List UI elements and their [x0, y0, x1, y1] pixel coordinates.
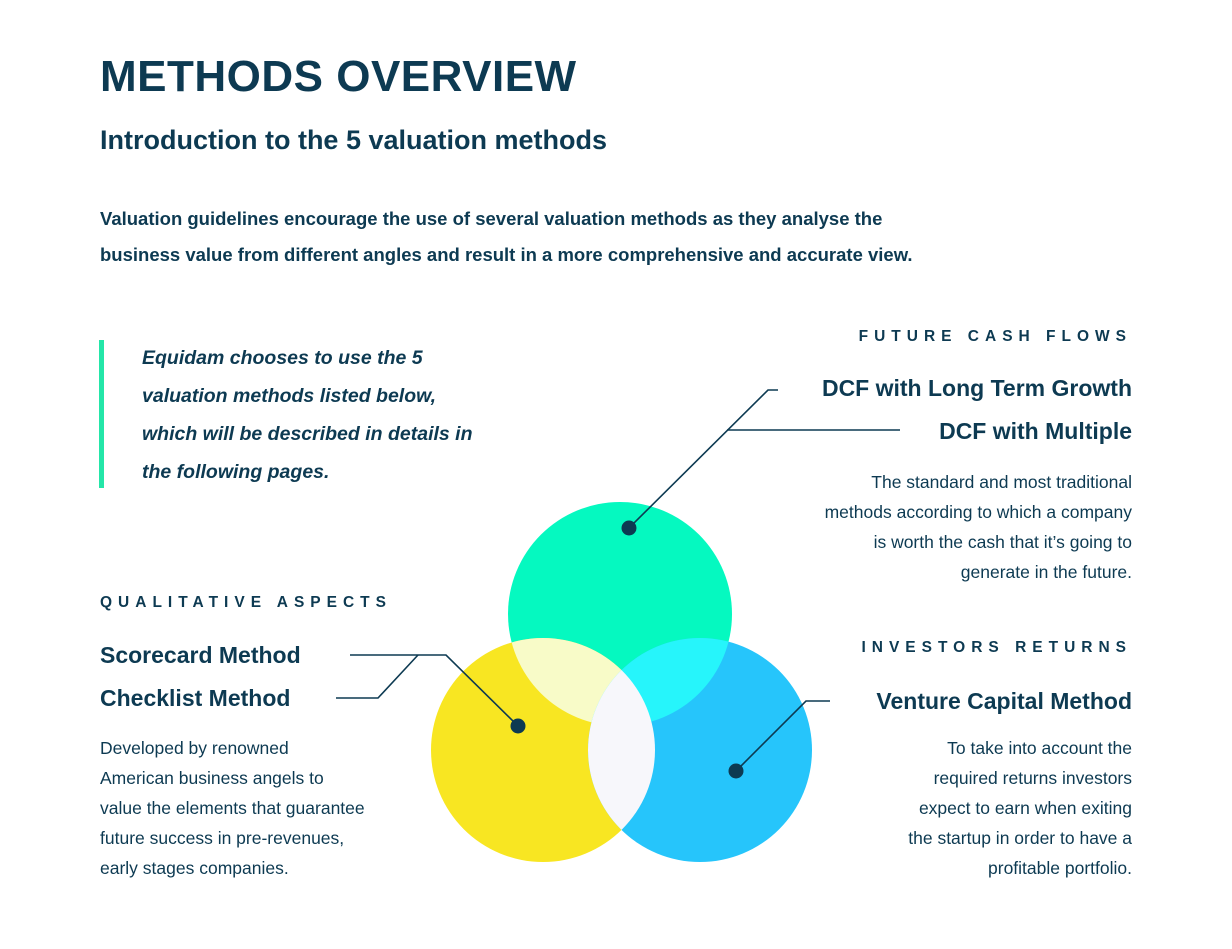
intro-paragraph: Valuation guidelines encourage the use o…: [100, 201, 1110, 273]
method-dcf-long-term-growth: DCF with Long Term Growth: [821, 375, 1132, 401]
description-line: To take into account the: [947, 738, 1132, 758]
description-line: Developed by renowned: [100, 738, 289, 758]
investors-returns-description: To take into account the required return…: [908, 733, 1132, 883]
method-dcf-multiple: DCF with Multiple: [939, 418, 1132, 444]
intro-line: business value from different angles and…: [100, 244, 913, 265]
quote-line: the following pages.: [142, 461, 330, 483]
description-line: profitable portfolio.: [988, 858, 1132, 878]
investors-returns-connector: [735, 700, 830, 772]
method-scorecard: Scorecard Method: [100, 642, 301, 668]
description-line: methods according to which a company: [824, 502, 1132, 522]
description-line: expect to earn when exiting: [918, 798, 1132, 818]
description-line: American business angels to: [100, 768, 324, 788]
future-cash-flows-connector: [628, 389, 900, 529]
quote-line: Equidam chooses to use the 5: [142, 347, 423, 369]
qualitative-aspects-connector: [336, 654, 519, 727]
page-title: METHODS OVERVIEW: [100, 52, 577, 101]
description-line: value the elements that guarantee: [100, 798, 365, 818]
quote-block: Equidam chooses to use the 5 valuation m…: [142, 339, 522, 491]
overlap-green-yellow: [508, 638, 655, 726]
qualitative-aspects-dot: [510, 718, 526, 734]
qualitative-aspects-category: QUALITATIVE ASPECTS: [100, 594, 392, 611]
description-line: generate in the future.: [960, 562, 1132, 582]
future-cash-flows-category: FUTURE CASH FLOWS: [858, 328, 1132, 345]
future-cash-flows-dot: [621, 520, 637, 536]
description-line: is worth the cash that it’s going to: [873, 532, 1132, 552]
description-line: early stages companies.: [100, 858, 289, 878]
investors-returns-dot: [728, 763, 744, 779]
description-line: the startup in order to have a: [908, 828, 1132, 848]
future-cash-flows-description: The standard and most traditional method…: [825, 467, 1132, 587]
quote-line: valuation methods listed below,: [142, 385, 436, 407]
intro-line: Valuation guidelines encourage the use o…: [100, 208, 883, 229]
quote-line: which will be described in details in: [142, 423, 473, 445]
qualitative-aspects-description: Developed by renowned American business …: [100, 733, 365, 883]
page-subtitle: Introduction to the 5 valuation methods: [100, 125, 608, 155]
description-line: required returns investors: [933, 768, 1132, 788]
description-line: future success in pre-revenues,: [100, 828, 345, 848]
method-venture-capital: Venture Capital Method: [876, 688, 1132, 714]
description-line: The standard and most traditional: [871, 472, 1132, 492]
overlap-green-blue: [588, 638, 732, 726]
method-checklist: Checklist Method: [100, 685, 291, 711]
quote-accent-bar: [99, 340, 104, 488]
investors-returns-category: INVESTORS RETURNS: [861, 639, 1132, 656]
